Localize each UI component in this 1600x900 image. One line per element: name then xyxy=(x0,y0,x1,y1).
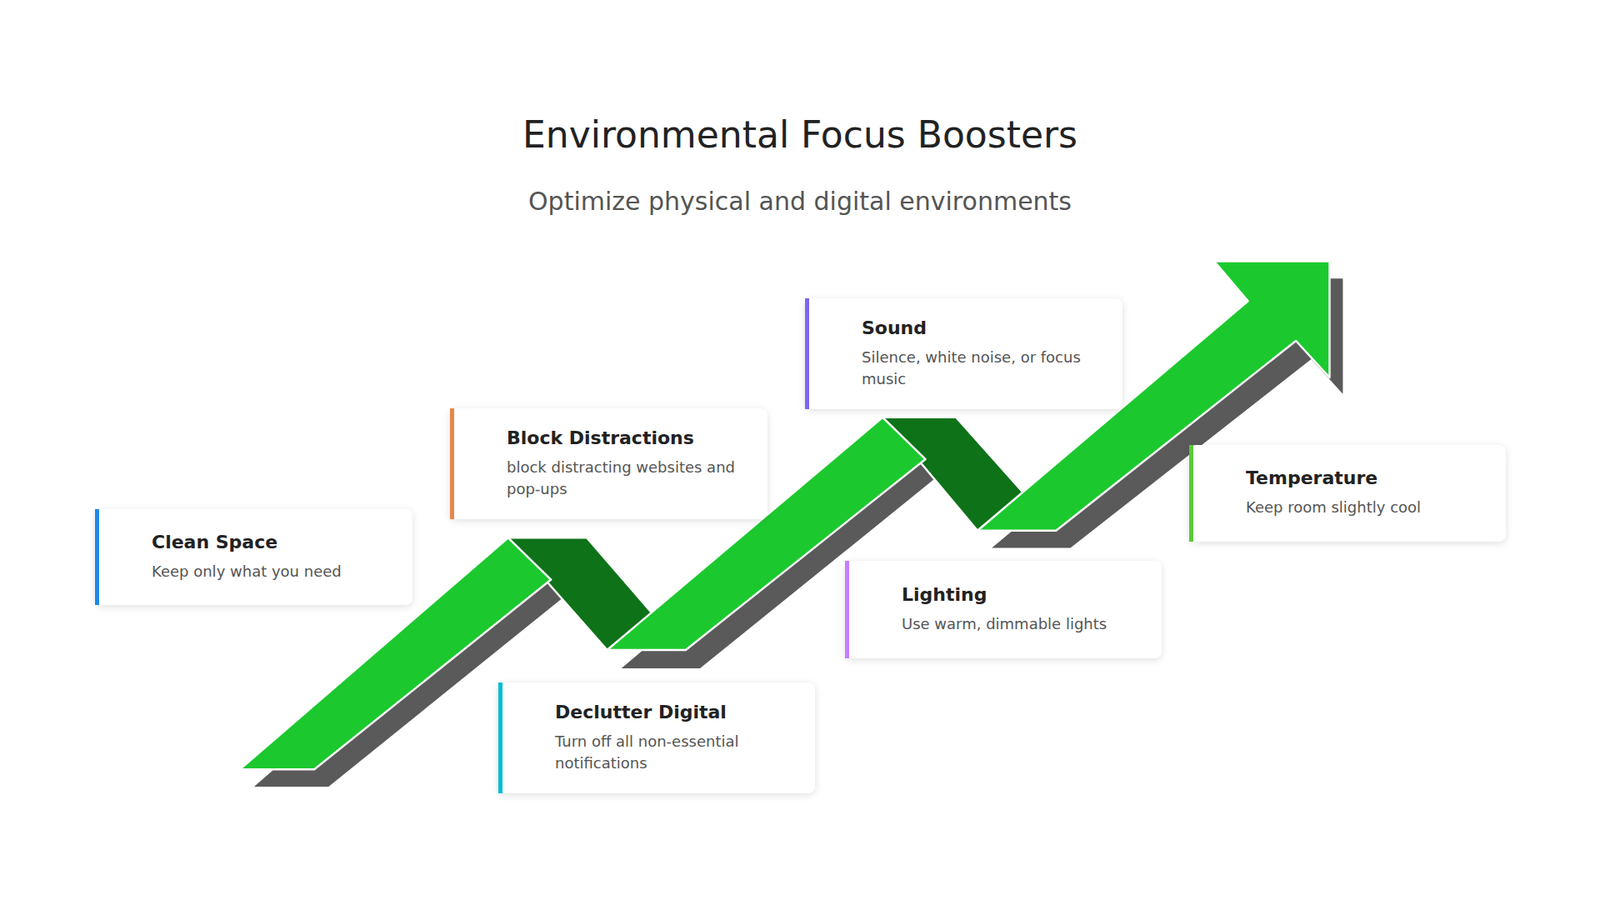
accent-bar xyxy=(845,560,850,659)
step-card: Block Distractions block distracting webs… xyxy=(450,408,768,520)
card-description: block distracting websites and pop-ups xyxy=(506,456,748,500)
step-card: LightingUse warm, dimmable lights xyxy=(845,560,1162,659)
card-heading: Temperature xyxy=(1245,467,1486,489)
card-heading: Declutter Digital xyxy=(555,701,795,723)
card-description: Keep room slightly cool xyxy=(1245,496,1486,519)
step-card: TemperatureKeep room slightly cool xyxy=(1189,445,1506,542)
accent-bar xyxy=(450,408,455,520)
diagram-title: Environmental Focus Boosters xyxy=(0,113,1600,156)
step-card: SoundSilence, white noise, or focus musi… xyxy=(805,298,1123,410)
accent-bar xyxy=(95,509,100,605)
accent-bar xyxy=(498,682,503,794)
card-heading: Clean Space xyxy=(151,531,393,553)
subtitle: Optimize physical and digital environmen… xyxy=(0,186,1600,216)
card-heading: Lighting xyxy=(901,584,1142,605)
step-card: Clean SpaceKeep only what you need xyxy=(95,509,413,605)
accent-bar xyxy=(1189,445,1194,542)
card-description: Silence, white noise, or focus music xyxy=(861,346,1103,390)
card-heading: Block Distractions xyxy=(506,427,748,449)
accent-bar xyxy=(805,298,810,410)
card-description: Keep only what you need xyxy=(151,560,393,583)
step-card: Declutter DigitalTurn off all non-essent… xyxy=(498,682,815,794)
card-description: Turn off all non-essential notifications xyxy=(555,730,795,775)
card-description: Use warm, dimmable lights xyxy=(901,613,1142,635)
card-heading: Sound xyxy=(861,317,1103,339)
